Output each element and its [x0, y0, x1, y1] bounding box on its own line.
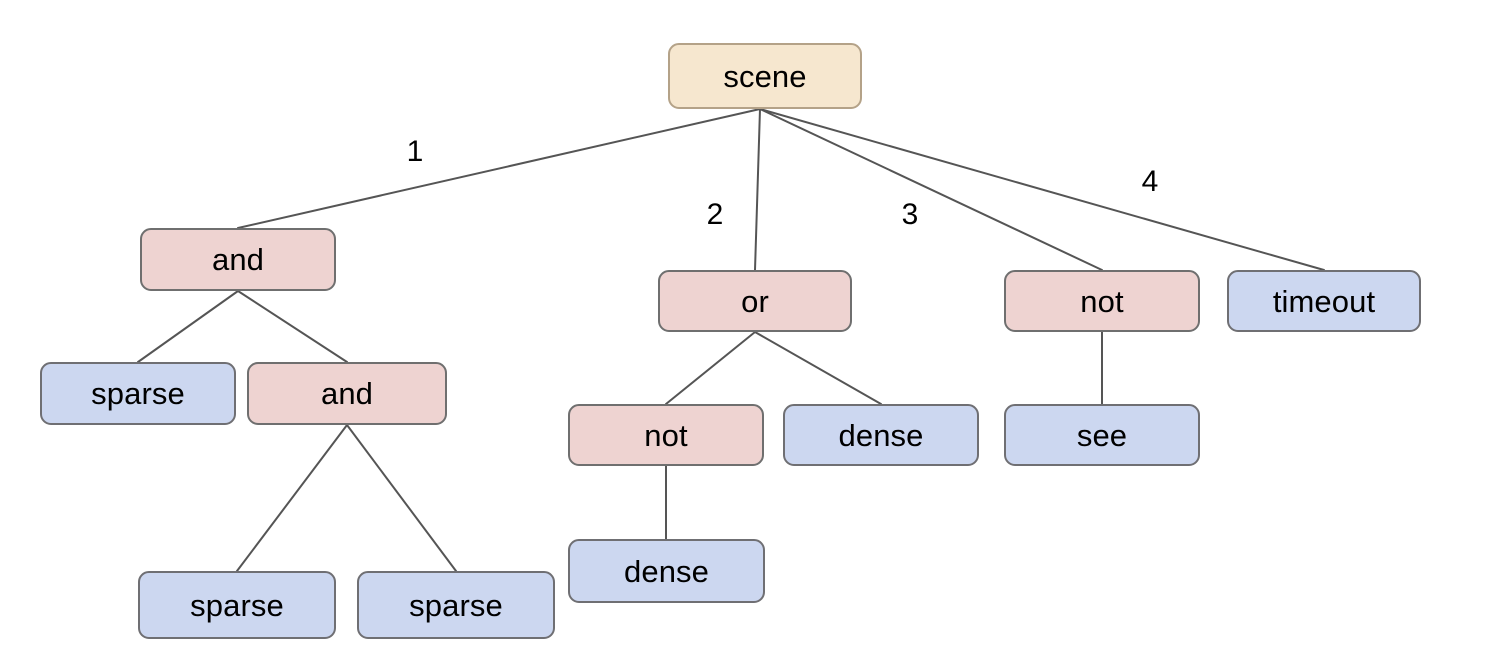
- tree-node-and2[interactable]: and: [247, 362, 447, 425]
- tree-edge: [665, 331, 756, 405]
- tree-edge: [759, 108, 1325, 271]
- tree-node-label: dense: [624, 553, 709, 589]
- tree-node-dense2[interactable]: dense: [568, 539, 765, 603]
- tree-edge: [759, 108, 1103, 271]
- edge-label-2: 2: [706, 198, 724, 231]
- tree-edge: [754, 108, 761, 271]
- tree-node-label: and: [320, 376, 374, 411]
- tree-node-sparse3[interactable]: sparse: [357, 571, 555, 639]
- tree-edge: [754, 331, 882, 405]
- tree-node-label: sparse: [190, 587, 284, 623]
- tree-node-not1[interactable]: not: [1004, 270, 1200, 332]
- tree-node-scene[interactable]: scene: [668, 43, 862, 109]
- tree-node-label: timeout: [1272, 283, 1376, 319]
- tree-edge: [137, 290, 239, 363]
- tree-node-label: not: [644, 417, 688, 453]
- tree-edge: [237, 290, 348, 363]
- tree-node-label: dense: [838, 417, 924, 453]
- edge-label-3: 3: [901, 198, 919, 231]
- tree-node-sparse1[interactable]: sparse: [40, 362, 236, 425]
- tree-node-dense1[interactable]: dense: [783, 404, 979, 466]
- tree-edge: [236, 424, 348, 572]
- tree-node-label: sparse: [409, 587, 503, 623]
- tree-node-label: sparse: [91, 376, 185, 411]
- tree-node-label: or: [741, 283, 769, 319]
- tree-node-label: not: [1080, 283, 1124, 319]
- tree-node-see1[interactable]: see: [1004, 404, 1200, 466]
- tree-node-label: and: [211, 242, 265, 277]
- tree-edge: [237, 108, 761, 229]
- edge-label-1: 1: [406, 135, 424, 168]
- tree-node-and1[interactable]: and: [140, 228, 336, 291]
- tree-node-sparse2[interactable]: sparse: [138, 571, 336, 639]
- tree-edge: [346, 424, 457, 572]
- tree-node-not2[interactable]: not: [568, 404, 764, 466]
- tree-node-timeout1[interactable]: timeout: [1227, 270, 1421, 332]
- tree-node-label: see: [1076, 417, 1128, 453]
- edge-label-4: 4: [1141, 165, 1159, 198]
- tree-node-or1[interactable]: or: [658, 270, 852, 332]
- tree-node-label: scene: [723, 58, 807, 94]
